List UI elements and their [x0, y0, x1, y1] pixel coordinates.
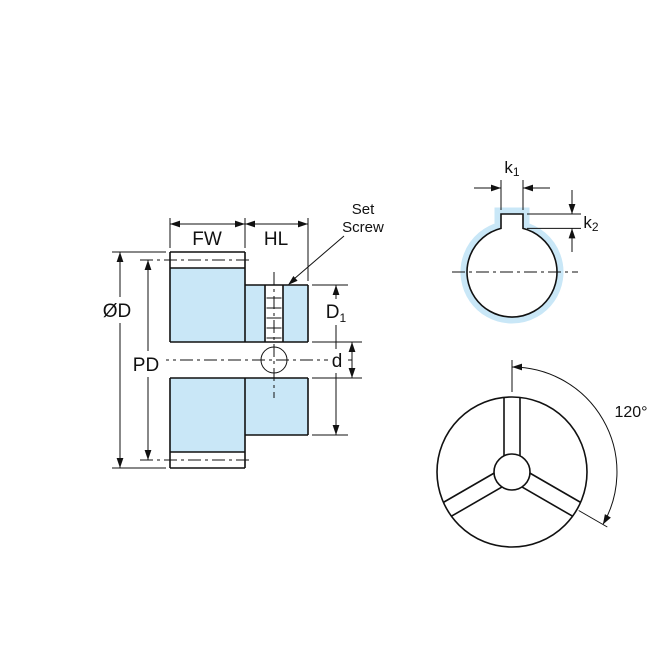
bore-with-keyway-outline: [466, 213, 558, 318]
k1-label: k1: [504, 158, 520, 179]
leader-line: [293, 235, 345, 280]
hub-outer-circle: [436, 396, 588, 548]
set-screw-label-line1: Set: [352, 201, 375, 218]
set-screw-slot: [503, 397, 521, 456]
d1-dimension: D1: [312, 284, 353, 436]
keyway-detail-view: k1 k2: [452, 158, 599, 324]
bore-dimension: d: [312, 341, 362, 379]
od-dimension: ØD: [97, 251, 166, 469]
bore-circle: [493, 453, 531, 491]
gear-body-section-upper: [170, 268, 245, 342]
label-bg: [319, 299, 353, 325]
hub-section-lower: [245, 378, 308, 435]
arrowhead: [568, 204, 576, 214]
arrowhead: [235, 220, 245, 228]
arrowhead: [332, 425, 340, 435]
label-bg: [328, 349, 346, 373]
set-screw-pattern-view: 120°: [436, 360, 648, 548]
side-section-view: ØD PD FW HL Set Screw: [97, 201, 384, 469]
arrowhead: [298, 220, 308, 228]
fw-hl-dimension: FW HL: [169, 218, 309, 281]
set-screw-callout: Set Screw: [288, 201, 384, 285]
k1-dimension: k1: [474, 158, 550, 210]
arrowhead: [116, 252, 124, 262]
arrowhead: [491, 184, 501, 192]
arrowhead: [332, 285, 340, 295]
slot-wall: [450, 486, 503, 517]
arrowhead: [568, 228, 576, 239]
arrowhead: [245, 220, 255, 228]
arrowhead: [144, 260, 152, 270]
arrowhead: [348, 368, 356, 378]
angle-dimension: 120°: [511, 360, 648, 528]
hl-label: HL: [264, 229, 288, 250]
hub-section-upper-right: [283, 285, 308, 342]
od-label: ØD: [103, 301, 132, 322]
label-bg: [97, 297, 137, 323]
arrowhead: [348, 342, 356, 352]
set-screw-label-line2: Screw: [342, 219, 384, 236]
pd-dimension: PD: [126, 260, 166, 460]
arrowhead: [602, 514, 611, 525]
k2-label: k2: [583, 213, 599, 234]
pd-label: PD: [133, 355, 159, 376]
slot-wall: [521, 486, 574, 517]
d1-label: D1: [326, 302, 347, 325]
arrowhead: [512, 363, 522, 371]
angle-label: 120°: [614, 404, 647, 421]
set-screw-slot: [521, 472, 582, 517]
arrowhead: [523, 184, 533, 192]
arrowhead: [144, 450, 152, 460]
gear-body-section-lower: [170, 378, 245, 452]
bore-label: d: [332, 351, 343, 372]
fw-label: FW: [192, 229, 222, 250]
k2-dimension: k2: [527, 190, 599, 252]
label-bg: [126, 351, 166, 377]
hub-section-upper-left: [245, 285, 265, 342]
set-screw-slot: [442, 472, 503, 517]
arrowhead: [170, 220, 180, 228]
slot-wall: [442, 472, 495, 504]
arrowhead: [288, 276, 298, 285]
angle-arc: [511, 366, 618, 525]
slot-wall: [529, 472, 582, 504]
arrowhead: [116, 458, 124, 468]
